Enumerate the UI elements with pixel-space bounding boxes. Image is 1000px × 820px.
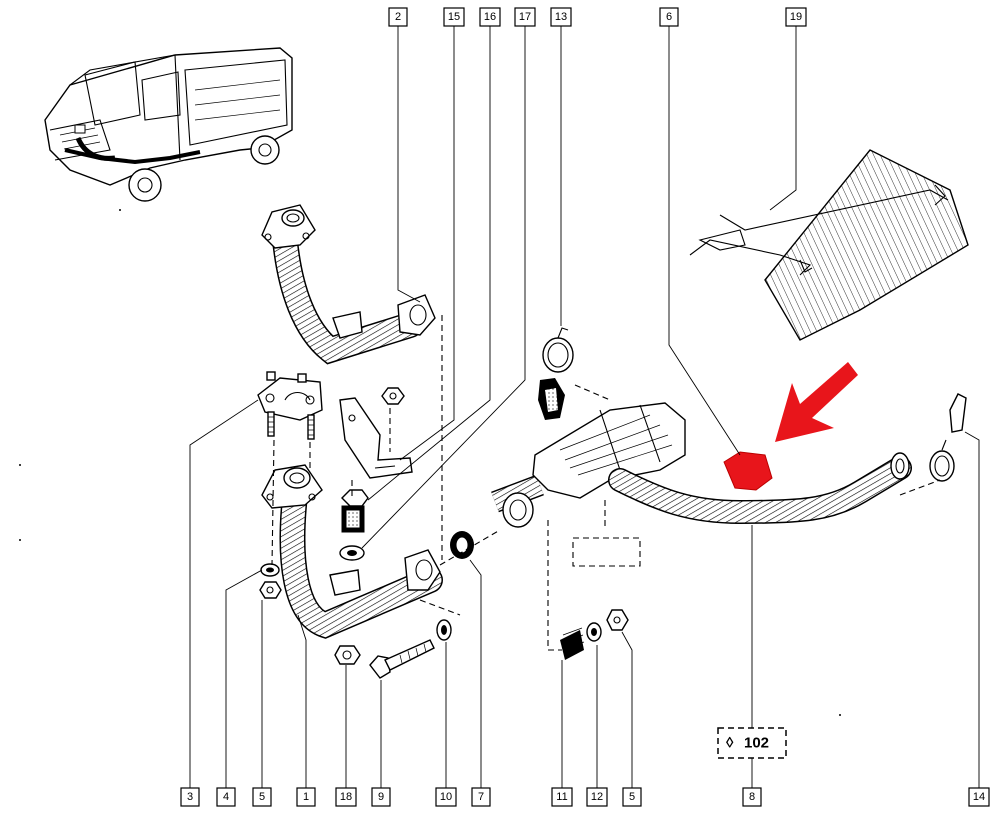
mounting-bracket <box>339 387 413 479</box>
highlighted-part <box>723 451 773 491</box>
fasteners-right <box>560 609 629 660</box>
svg-text:14: 14 <box>973 791 985 803</box>
reference-label: 102 <box>744 735 769 752</box>
svg-text:16: 16 <box>484 11 496 23</box>
svg-text:5: 5 <box>259 791 265 803</box>
svg-text:12: 12 <box>591 791 603 803</box>
callout-5-left: 5 <box>252 787 272 807</box>
fasteners-left <box>259 563 361 665</box>
reference-box-102: ◊ 102 <box>717 727 787 759</box>
front-pipe <box>261 464 443 639</box>
svg-text:9: 9 <box>378 791 384 803</box>
seal-ring <box>450 531 474 559</box>
svg-text:8: 8 <box>749 791 755 803</box>
callout-8: 8 <box>742 787 762 807</box>
svg-text:3: 3 <box>187 791 193 803</box>
svg-text:7: 7 <box>478 791 484 803</box>
callout-16: 16 <box>479 7 501 27</box>
callout-17: 17 <box>514 7 536 27</box>
svg-text:10: 10 <box>440 791 452 803</box>
callout-7: 7 <box>471 787 491 807</box>
svg-text:18: 18 <box>340 791 352 803</box>
van-illustration <box>44 47 293 202</box>
callout-6: 6 <box>659 7 679 27</box>
svg-text:13: 13 <box>555 11 567 23</box>
svg-text:11: 11 <box>556 791 567 803</box>
callout-1: 1 <box>296 787 316 807</box>
svg-text:1: 1 <box>303 791 309 803</box>
callout-11: 11 <box>551 787 573 807</box>
tail-pipe <box>608 452 912 525</box>
flange-gasket <box>257 371 323 440</box>
callout-2: 2 <box>388 7 408 27</box>
callout-15: 15 <box>443 7 465 27</box>
callout-13: 13 <box>550 7 572 27</box>
red-pointer-arrow <box>775 362 858 442</box>
svg-text:2: 2 <box>395 11 401 23</box>
scan-specks <box>19 209 841 716</box>
svg-text:6: 6 <box>666 11 672 23</box>
pipe-clamp <box>538 327 574 420</box>
heat-shield <box>689 149 969 341</box>
svg-text:15: 15 <box>448 11 460 23</box>
callout-9: 9 <box>371 787 391 807</box>
rubber-mount <box>339 489 369 561</box>
callout-18: 18 <box>335 787 357 807</box>
catalytic-converter <box>491 402 686 528</box>
assembly-lines <box>271 315 941 651</box>
callout-5-right: 5 <box>622 787 642 807</box>
svg-text:17: 17 <box>519 11 531 23</box>
callout-12: 12 <box>586 787 608 807</box>
callout-10: 10 <box>435 787 457 807</box>
callout-3: 3 <box>180 787 200 807</box>
callout-4: 4 <box>216 787 236 807</box>
leader-lines <box>189 26 980 788</box>
svg-text:19: 19 <box>790 11 802 23</box>
upper-downpipe <box>261 204 436 365</box>
tail-clamp <box>929 393 967 482</box>
callout-14: 14 <box>968 787 990 807</box>
callout-19: 19 <box>785 7 807 27</box>
svg-text:5: 5 <box>629 791 635 803</box>
bolt-and-washer <box>369 619 452 679</box>
svg-text:4: 4 <box>223 791 229 803</box>
diamond-icon: ◊ <box>726 735 734 752</box>
